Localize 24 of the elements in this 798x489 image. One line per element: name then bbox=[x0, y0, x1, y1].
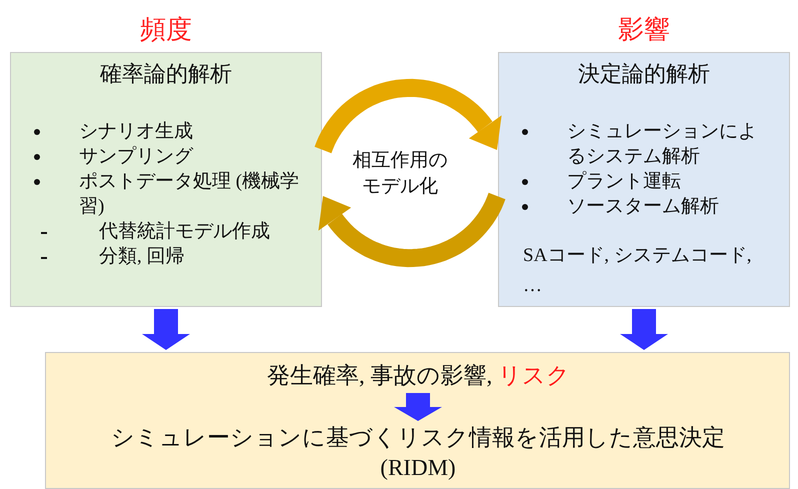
block-arrow bbox=[620, 309, 668, 350]
curved-arrow bbox=[318, 192, 506, 268]
column-heading: 影響 bbox=[617, 14, 671, 46]
result-text: 発生確率, 事故の影響, リスク bbox=[46, 361, 791, 391]
block-arrow bbox=[394, 393, 442, 421]
bullet-item: シミュレーションによるシステム解析 bbox=[567, 121, 757, 167]
dash-item: 分類, 回帰 bbox=[99, 246, 184, 267]
curved-arrow bbox=[314, 78, 502, 154]
bullet-item: ポストデータ処理 (機械学習) bbox=[79, 171, 300, 217]
block-arrow bbox=[142, 309, 190, 350]
center-label: 相互作用のモデル化 bbox=[352, 149, 448, 199]
analysis-panel bbox=[498, 52, 790, 307]
note-text: SAコード, システムコード, … bbox=[522, 244, 753, 298]
bullet-item: シナリオ生成 bbox=[79, 121, 193, 142]
column-heading: 頻度 bbox=[139, 14, 193, 46]
result-text: シミュレーションに基づくリスク情報を活用した意思決定 (RIDM) bbox=[98, 423, 738, 483]
bullet-item: サンプリング bbox=[79, 146, 193, 167]
result-box bbox=[45, 352, 790, 489]
panel-heading: 確率論的解析 bbox=[99, 60, 233, 88]
bullet-item: ソースターム解析 bbox=[567, 196, 719, 217]
analysis-panel bbox=[10, 52, 322, 307]
panel-heading: 決定論的解析 bbox=[577, 60, 711, 88]
dash-item: 代替統計モデル作成 bbox=[99, 221, 270, 242]
bullet-item: プラント運転 bbox=[567, 171, 681, 192]
